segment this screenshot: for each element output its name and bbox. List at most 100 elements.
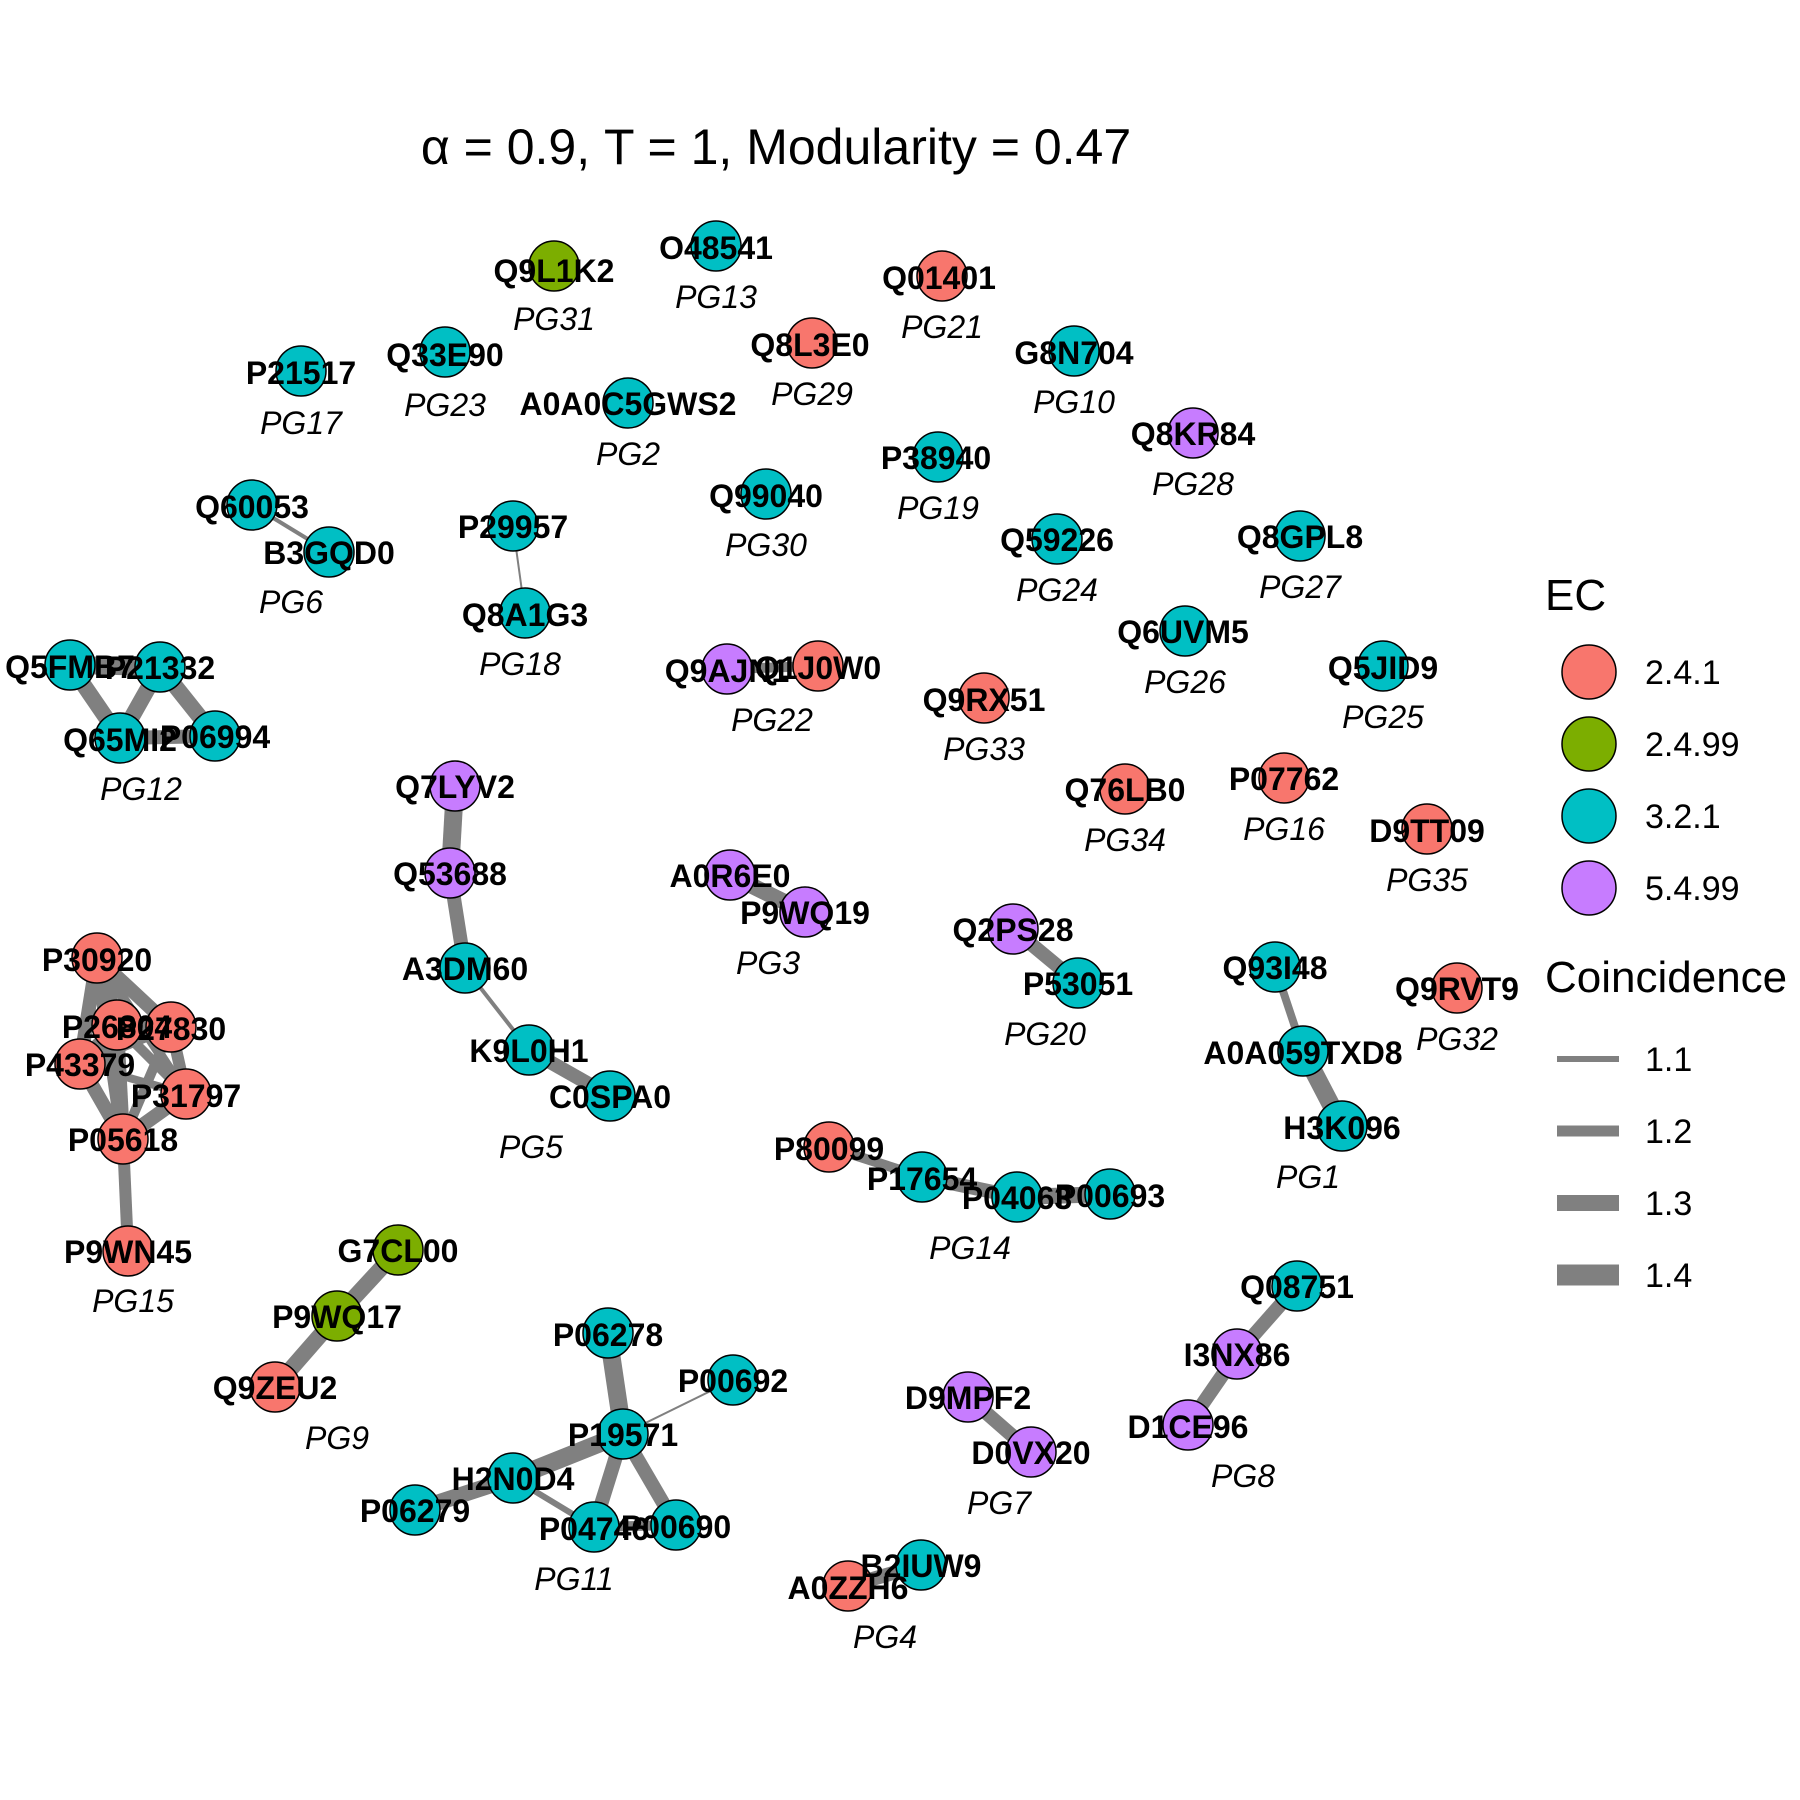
legend-ec-label: 5.4.99 bbox=[1645, 870, 1740, 908]
legend: EC 2.4.12.4.993.2.15.4.99 Coincidence 1.… bbox=[1545, 571, 1787, 1295]
node-G8N704 bbox=[1048, 325, 1100, 377]
group-label-PG28: PG28 bbox=[1152, 466, 1234, 502]
node-label-C0SPA0: C0SPA0 bbox=[549, 1079, 671, 1115]
node-Q59226 bbox=[1031, 513, 1083, 565]
group-label-PG4: PG4 bbox=[853, 1619, 917, 1655]
group-label-PG34: PG34 bbox=[1084, 822, 1166, 858]
node-label-Q1J0W0: Q1J0W0 bbox=[755, 650, 881, 686]
group-label-PG20: PG20 bbox=[1004, 1016, 1086, 1052]
group-label-PG3: PG3 bbox=[736, 945, 800, 981]
legend-ec-key-5.4.99 bbox=[1561, 860, 1617, 916]
node-P19571 bbox=[597, 1408, 649, 1460]
node-label-A0ZZH6: A0ZZH6 bbox=[788, 1570, 909, 1606]
group-label-PG7: PG7 bbox=[967, 1485, 1032, 1521]
node-P00690 bbox=[650, 1499, 702, 1551]
node-label-P9WN45: P9WN45 bbox=[64, 1234, 192, 1270]
group-label-PG26: PG26 bbox=[1144, 664, 1226, 700]
node-label-G8N704: G8N704 bbox=[1014, 335, 1133, 371]
node-label-H3K096: H3K096 bbox=[1283, 1110, 1400, 1146]
node-label-B2IUW9: B2IUW9 bbox=[861, 1548, 982, 1584]
node-label-Q2PS28: Q2PS28 bbox=[953, 912, 1074, 948]
node-label-Q5JID9: Q5JID9 bbox=[1328, 650, 1438, 686]
node-P43379 bbox=[54, 1038, 106, 1090]
node-label-P38940: P38940 bbox=[881, 440, 991, 476]
node-label-P04063: P04063 bbox=[962, 1180, 1072, 1216]
node-label-P29957: P29957 bbox=[458, 509, 568, 545]
node-A0ZZH6 bbox=[822, 1560, 874, 1612]
node-label-Q8A1G3: Q8A1G3 bbox=[462, 597, 588, 633]
node-label-P53051: P53051 bbox=[1023, 966, 1133, 1002]
node-P21332 bbox=[134, 641, 186, 693]
node-label-P00690: P00690 bbox=[621, 1509, 731, 1545]
node-label-Q6UVM5: Q6UVM5 bbox=[1117, 614, 1249, 650]
node-label-P21517: P21517 bbox=[246, 355, 356, 391]
legend-ec-key-2.4.1 bbox=[1561, 644, 1617, 700]
legend-coincidence-title: Coincidence bbox=[1545, 953, 1787, 1002]
node-label-G7CL00: G7CL00 bbox=[338, 1233, 459, 1269]
node-O48541 bbox=[690, 220, 742, 272]
node-P9WQ19 bbox=[779, 886, 831, 938]
node-label-A3DM60: A3DM60 bbox=[402, 951, 528, 987]
node-label-P06278: P06278 bbox=[553, 1317, 663, 1353]
group-label-PG2: PG2 bbox=[596, 436, 660, 472]
node-H2N0D4 bbox=[487, 1452, 539, 1504]
node-D0VX20 bbox=[1005, 1426, 1057, 1478]
group-label-PG27: PG27 bbox=[1259, 569, 1342, 605]
node-label-Q7LYV2: Q7LYV2 bbox=[395, 769, 515, 805]
node-P05618 bbox=[97, 1113, 149, 1165]
node-label-I3NX86: I3NX86 bbox=[1184, 1337, 1291, 1373]
node-label-A0A059TXD8: A0A059TXD8 bbox=[1203, 1035, 1402, 1071]
node-label-P31797: P31797 bbox=[131, 1078, 241, 1114]
node-A0A0C5GWS2 bbox=[602, 377, 654, 429]
legend-ec-label: 2.4.1 bbox=[1645, 654, 1721, 692]
legend-ec-key-3.2.1 bbox=[1561, 788, 1617, 844]
node-label-P9WQ19: P9WQ19 bbox=[740, 895, 870, 931]
node-P06279 bbox=[389, 1484, 441, 1536]
node-Q9RVT9 bbox=[1431, 962, 1483, 1014]
node-label-Q8GPL8: Q8GPL8 bbox=[1237, 519, 1363, 555]
node-Q08751 bbox=[1271, 1260, 1323, 1312]
group-label-PG9: PG9 bbox=[305, 1420, 369, 1456]
node-P07762 bbox=[1258, 752, 1310, 804]
node-Q9RX51 bbox=[958, 672, 1010, 724]
group-label-PG21: PG21 bbox=[901, 309, 983, 345]
node-H3K096 bbox=[1316, 1100, 1368, 1152]
group-label-PG16: PG16 bbox=[1243, 811, 1325, 847]
node-P26804 bbox=[91, 999, 143, 1051]
node-label-Q08751: Q08751 bbox=[1240, 1269, 1354, 1305]
node-Q5FMB7 bbox=[44, 639, 96, 691]
node-label-Q33E90: Q33E90 bbox=[386, 337, 503, 373]
node-Q93I48 bbox=[1249, 941, 1301, 993]
node-Q01401 bbox=[916, 250, 968, 302]
node-label-Q8KR84: Q8KR84 bbox=[1131, 416, 1256, 452]
node-A0A059TXD8 bbox=[1277, 1025, 1329, 1077]
group-label-PG10: PG10 bbox=[1033, 384, 1115, 420]
node-P29957 bbox=[487, 500, 539, 552]
node-P06278 bbox=[582, 1307, 634, 1359]
node-label-P19571: P19571 bbox=[568, 1417, 678, 1453]
node-label-D0VX20: D0VX20 bbox=[971, 1435, 1090, 1471]
group-label-PG13: PG13 bbox=[675, 279, 757, 315]
node-Q8L3E0 bbox=[786, 317, 838, 369]
node-P53051 bbox=[1052, 957, 1104, 1009]
group-label-PG30: PG30 bbox=[725, 527, 807, 563]
node-label-P04746: P04746 bbox=[539, 1511, 649, 1547]
node-P21517 bbox=[275, 345, 327, 397]
node-P06994 bbox=[189, 710, 241, 762]
node-label-Q9ZEU2: Q9ZEU2 bbox=[213, 1370, 337, 1406]
node-label-K9L0H1: K9L0H1 bbox=[469, 1033, 588, 1069]
node-label-P00692: P00692 bbox=[678, 1363, 788, 1399]
node-A3DM60 bbox=[439, 942, 491, 994]
node-label-P06994: P06994 bbox=[160, 719, 271, 755]
node-label-P17654: P17654 bbox=[867, 1161, 978, 1197]
legend-coincidence-items: 1.11.21.31.4 bbox=[1557, 1041, 1692, 1295]
node-Q9ZEU2 bbox=[249, 1361, 301, 1413]
group-label-PG6: PG6 bbox=[259, 584, 323, 620]
node-Q1J0W0 bbox=[792, 640, 844, 692]
node-label-Q60053: Q60053 bbox=[195, 489, 309, 525]
legend-coincidence-label: 1.1 bbox=[1645, 1041, 1692, 1079]
node-I3NX86 bbox=[1211, 1328, 1263, 1380]
plot-title: α = 0.9, T = 1, Modularity = 0.47 bbox=[421, 119, 1131, 175]
node-D1CE96 bbox=[1162, 1399, 1214, 1451]
